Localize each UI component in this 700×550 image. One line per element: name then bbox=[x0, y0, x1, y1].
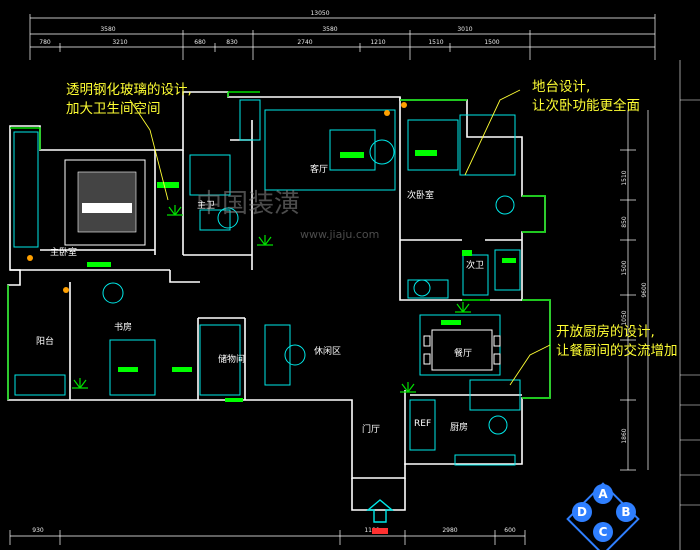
dim-right-2: 1500 bbox=[621, 260, 628, 275]
compass-n: A bbox=[598, 487, 608, 501]
compass-s: C bbox=[599, 525, 608, 539]
compass-icon: A B C D bbox=[566, 482, 640, 550]
dim-row2-4: 2740 bbox=[297, 39, 312, 46]
note-counter-line1: 地台设计, bbox=[532, 79, 591, 95]
room-lounge: 休闲区 bbox=[314, 345, 341, 357]
dim-overall: 13050 bbox=[310, 10, 329, 17]
room-living: 客厅 bbox=[310, 163, 328, 175]
dim-row2-6: 1510 bbox=[428, 39, 443, 46]
dim-bottom-3: 600 bbox=[504, 527, 516, 534]
watermark-main: 中国装潢 bbox=[196, 189, 300, 219]
room-study: 书房 bbox=[114, 321, 132, 333]
room-kitchen: 厨房 bbox=[450, 421, 468, 433]
dim-top-b: 3580 bbox=[322, 26, 337, 33]
dim-row2-3: 830 bbox=[226, 39, 238, 46]
dimension-lines-bottom bbox=[9, 530, 526, 545]
label-bars bbox=[87, 150, 516, 402]
dim-right-0: 1510 bbox=[621, 170, 628, 185]
fridge-label: REF bbox=[414, 419, 431, 429]
dim-top-c: 3010 bbox=[457, 26, 472, 33]
note-counter-line2: 让次卧功能更全面 bbox=[532, 98, 640, 114]
fixtures bbox=[13, 99, 521, 466]
dim-row2-0: 780 bbox=[39, 39, 51, 46]
door-markers bbox=[27, 102, 407, 293]
dim-right-4: 1860 bbox=[621, 428, 628, 443]
note-bathroom-glass-line1: 透明钢化玻璃的设计, bbox=[66, 82, 192, 98]
annotation-leaders bbox=[129, 89, 551, 386]
dimension-lines-top bbox=[29, 14, 656, 60]
watermark-url: www.jiaju.com bbox=[300, 228, 379, 241]
dim-row2-7: 1500 bbox=[484, 39, 499, 46]
compass-w: D bbox=[577, 505, 587, 519]
note-kitchen-line1: 开放厨房的设计, bbox=[556, 324, 655, 340]
room-master-bath: 主卫 bbox=[197, 199, 215, 211]
note-kitchen-line2: 让餐厨间的交流增加 bbox=[556, 343, 678, 359]
note-counter: 地台设计, 让次卧功能更全面 bbox=[532, 78, 640, 116]
room-entrance: 门厅 bbox=[362, 423, 380, 435]
compass-e: B bbox=[621, 505, 630, 519]
dining-table bbox=[423, 329, 501, 371]
plant-icons bbox=[72, 205, 471, 393]
dim-row2-5: 1210 bbox=[370, 39, 385, 46]
room-master-bedroom: 主卧室 bbox=[50, 246, 77, 258]
entrance-arrow bbox=[366, 499, 394, 534]
dim-top-a: 3580 bbox=[100, 26, 115, 33]
title-block-edge bbox=[679, 60, 700, 550]
outer-walls bbox=[7, 91, 551, 511]
glass-partitions bbox=[7, 91, 551, 400]
room-storage: 储物间 bbox=[218, 353, 245, 365]
dim-bottom-2: 2980 bbox=[442, 527, 457, 534]
room-balcony: 阳台 bbox=[36, 335, 54, 347]
dim-row2-2: 680 bbox=[194, 39, 206, 46]
room-second-bedroom: 次卧室 bbox=[407, 189, 434, 201]
note-bathroom-glass: 透明钢化玻璃的设计, 加大卫生间空间 bbox=[66, 81, 192, 119]
master-bed bbox=[64, 159, 146, 246]
dim-bottom-0: 930 bbox=[32, 527, 44, 534]
room-dining: 餐厅 bbox=[454, 347, 472, 359]
note-bathroom-glass-line2: 加大卫生间空间 bbox=[66, 101, 161, 117]
dim-right-3: 1050 bbox=[621, 310, 628, 325]
room-second-bath: 次卫 bbox=[466, 259, 484, 271]
dimension-lines-right bbox=[620, 110, 649, 471]
dim-right-1: 850 bbox=[621, 216, 628, 228]
dim-row2-1: 3210 bbox=[112, 39, 127, 46]
dim-right-5: 9600 bbox=[641, 282, 648, 297]
note-kitchen: 开放厨房的设计, 让餐厨间的交流增加 bbox=[556, 323, 678, 361]
